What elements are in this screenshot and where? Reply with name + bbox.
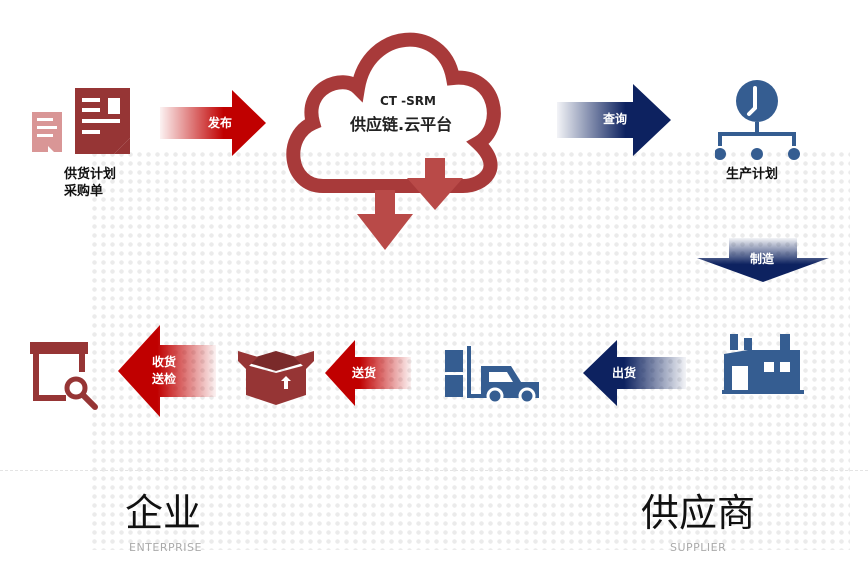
document-icon	[32, 88, 130, 154]
receive-inspect-label: 收货送检	[152, 354, 176, 388]
enterprise-subtitle: ENTERPRISE	[129, 541, 202, 554]
label-line: 送检	[152, 372, 177, 386]
cloud-subtitle: 供应链.云平台	[350, 115, 453, 134]
cloud-icon	[286, 32, 501, 250]
package-box-icon	[238, 351, 314, 405]
enterprise-title: 企业	[125, 491, 202, 535]
forklift-icon	[445, 346, 539, 402]
supplier-subtitle: SUPPLIER	[670, 541, 727, 554]
divider-line	[0, 470, 868, 471]
production-plan-icon	[715, 80, 800, 160]
purchase-plan-label: 供货计划采购单	[64, 166, 116, 200]
inspection-register-icon	[30, 342, 98, 410]
label-line: 采购单	[64, 184, 104, 199]
label-line: 供货计划	[64, 167, 117, 182]
manufacture-label: 制造	[750, 252, 775, 266]
production-plan-label: 生产计划	[726, 167, 779, 182]
supplier-title: 供应商	[641, 491, 756, 535]
deliver-arrow	[325, 340, 411, 406]
query-arrow	[557, 84, 671, 156]
cloud-title: CT -SRM	[380, 94, 436, 108]
query-label: 查询	[603, 112, 628, 126]
factory-icon	[722, 334, 804, 394]
deliver-label: 送货	[352, 366, 377, 380]
publish-label: 发布	[208, 116, 233, 130]
manufacture-arrow	[697, 238, 829, 282]
ship-arrow	[583, 340, 686, 406]
label-line: 收货	[152, 355, 177, 369]
publish-arrow	[160, 90, 266, 156]
receive-inspect-arrow	[118, 325, 216, 417]
ship-label: 出货	[612, 366, 637, 380]
